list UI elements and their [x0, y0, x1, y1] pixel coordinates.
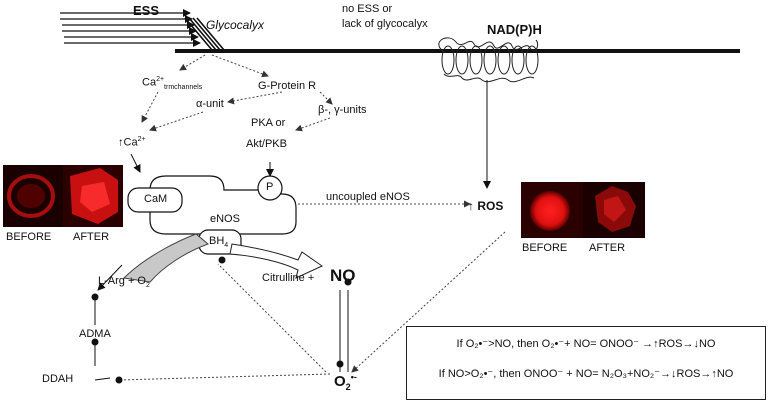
reaction-line-1: If O₂•⁻>NO, then O₂•⁻+ NO= ONOO⁻ →↑ROS→↓… — [456, 338, 716, 350]
alpha-unit-label: α-unit — [196, 98, 224, 110]
phospho-label: P — [266, 181, 274, 193]
enos-complex — [127, 175, 297, 255]
citrulline-arrow — [229, 243, 323, 279]
photo-right-after — [583, 182, 645, 238]
cam-label: CaM — [144, 193, 168, 205]
nadph-transmembrane-helices — [438, 37, 539, 83]
inhibition-dots — [91, 256, 352, 384]
left-after-label: AFTER — [73, 231, 110, 243]
cam-box — [127, 187, 183, 213]
g-protein-label: G-Protein R — [258, 80, 317, 92]
no-ess-label-line1: no ESS or — [342, 3, 393, 15]
ros-label: ↑ ROS — [468, 199, 504, 213]
uncoupled-enos-label: uncoupled eNOS — [326, 191, 410, 203]
larg-label: L-Arg + O2 — [98, 275, 150, 290]
right-before-label: BEFORE — [522, 242, 568, 254]
flow-arrows — [60, 9, 201, 47]
larg-curved-arrow — [122, 233, 209, 283]
superoxide-label: O2•- — [334, 372, 357, 392]
photo-left-before — [3, 165, 63, 227]
photo-left-after — [63, 165, 123, 227]
photo-right-before — [521, 182, 583, 238]
ca2-increase-label: ↑Ca2+ — [118, 136, 146, 149]
beta-gamma-label: β-, γ-units — [318, 104, 367, 116]
akt-pkb-label: Akt/PKB — [246, 138, 287, 150]
glycocalyx-label: Glycocalyx — [206, 18, 265, 32]
ddah-label: DDAH — [42, 373, 74, 385]
enos-label: eNOS — [210, 213, 240, 225]
left-before-label: BEFORE — [6, 231, 52, 243]
nadph-label: NAD(P)H — [487, 22, 542, 37]
right-after-label: AFTER — [589, 242, 626, 254]
solid-arrows — [94, 153, 349, 381]
no-ess-label-line2: lack of glycocalyx — [342, 18, 428, 30]
phospho-circle — [257, 175, 283, 201]
ess-label: ESS — [133, 3, 160, 18]
no-label: NO — [330, 266, 356, 285]
reaction-line-2: If NO>O₂•⁻, then ONOO⁻ + NO= N₂O₃+NO₂⁻→↓… — [438, 368, 734, 380]
signaling-arrows — [119, 54, 506, 381]
bh4-label: BH4 — [209, 235, 229, 250]
glycocalyx-strands — [184, 17, 225, 51]
citrulline-label: Citrulline + — [262, 272, 315, 284]
pka-label: PKA or — [251, 117, 286, 129]
adma-label: ADMA — [79, 328, 111, 340]
ca-channels-label: Ca2+trmchannels — [142, 76, 203, 91]
reaction-info-box: If O₂•⁻>NO, then O₂•⁻+ NO= ONOO⁻ →↑ROS→↓… — [406, 326, 766, 400]
